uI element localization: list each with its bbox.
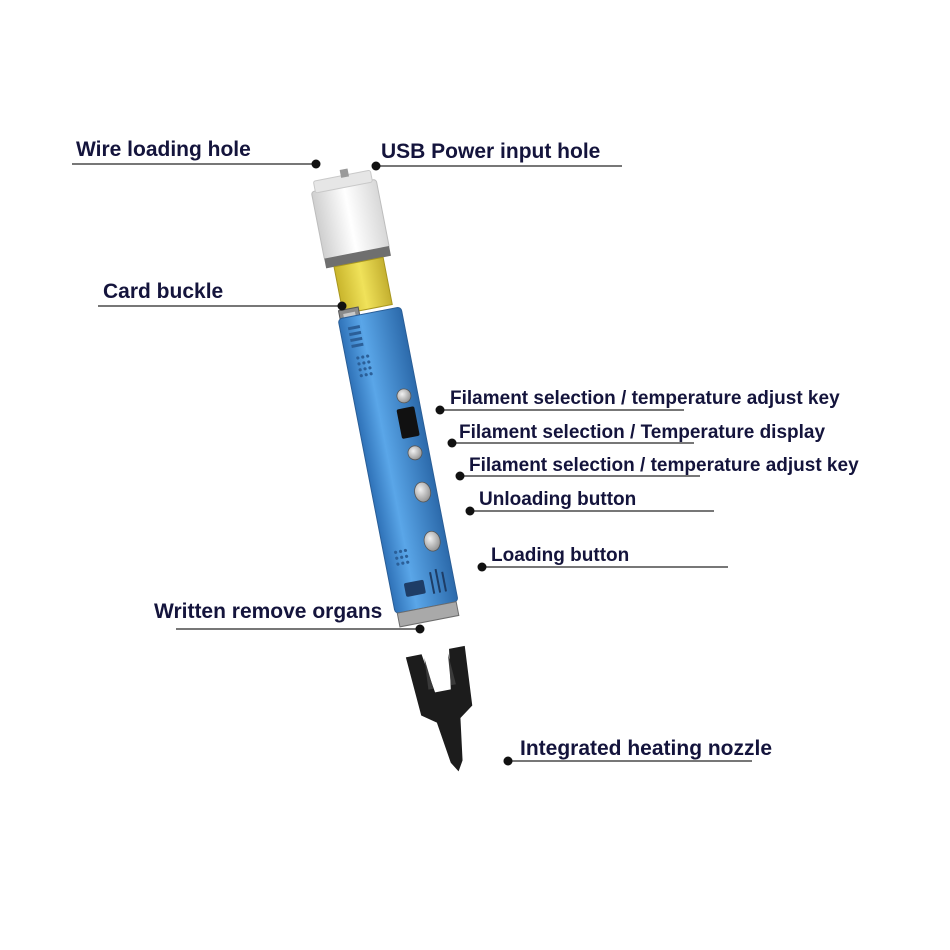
unloading-button-shape xyxy=(414,481,432,503)
usb-port xyxy=(339,168,350,178)
label-integrated-heating-nozzle: Integrated heating nozzle xyxy=(520,737,772,760)
loading-button-shape xyxy=(423,530,441,552)
leader-dots xyxy=(311,159,513,766)
bottom-port xyxy=(404,579,426,597)
top-cap xyxy=(311,170,391,269)
pen-illustration xyxy=(311,168,473,772)
label-written-remove-organs: Written remove organs xyxy=(154,600,382,623)
yellow-collar xyxy=(333,256,393,315)
label-wire-loading-hole: Wire loading hole xyxy=(76,138,251,161)
label-loading-button: Loading button xyxy=(491,545,629,566)
label-card-buckle: Card buckle xyxy=(103,280,223,303)
label-temperature-display: Filament selection / Temperature display xyxy=(459,422,825,443)
heating-nozzle xyxy=(405,645,473,772)
tip-ring xyxy=(396,601,460,628)
label-usb-power-input-hole: USB Power input hole xyxy=(381,140,600,163)
label-unloading-button: Unloading button xyxy=(479,489,636,510)
adjust-key-upper xyxy=(396,388,412,404)
adjust-key-lower xyxy=(407,445,423,461)
leader-lines xyxy=(72,163,752,762)
label-adjust-key-lower: Filament selection / temperature adjust … xyxy=(469,455,859,476)
temperature-display-screen xyxy=(396,406,420,439)
label-adjust-key-upper: Filament selection / temperature adjust … xyxy=(450,388,840,409)
pen-body xyxy=(338,307,458,614)
